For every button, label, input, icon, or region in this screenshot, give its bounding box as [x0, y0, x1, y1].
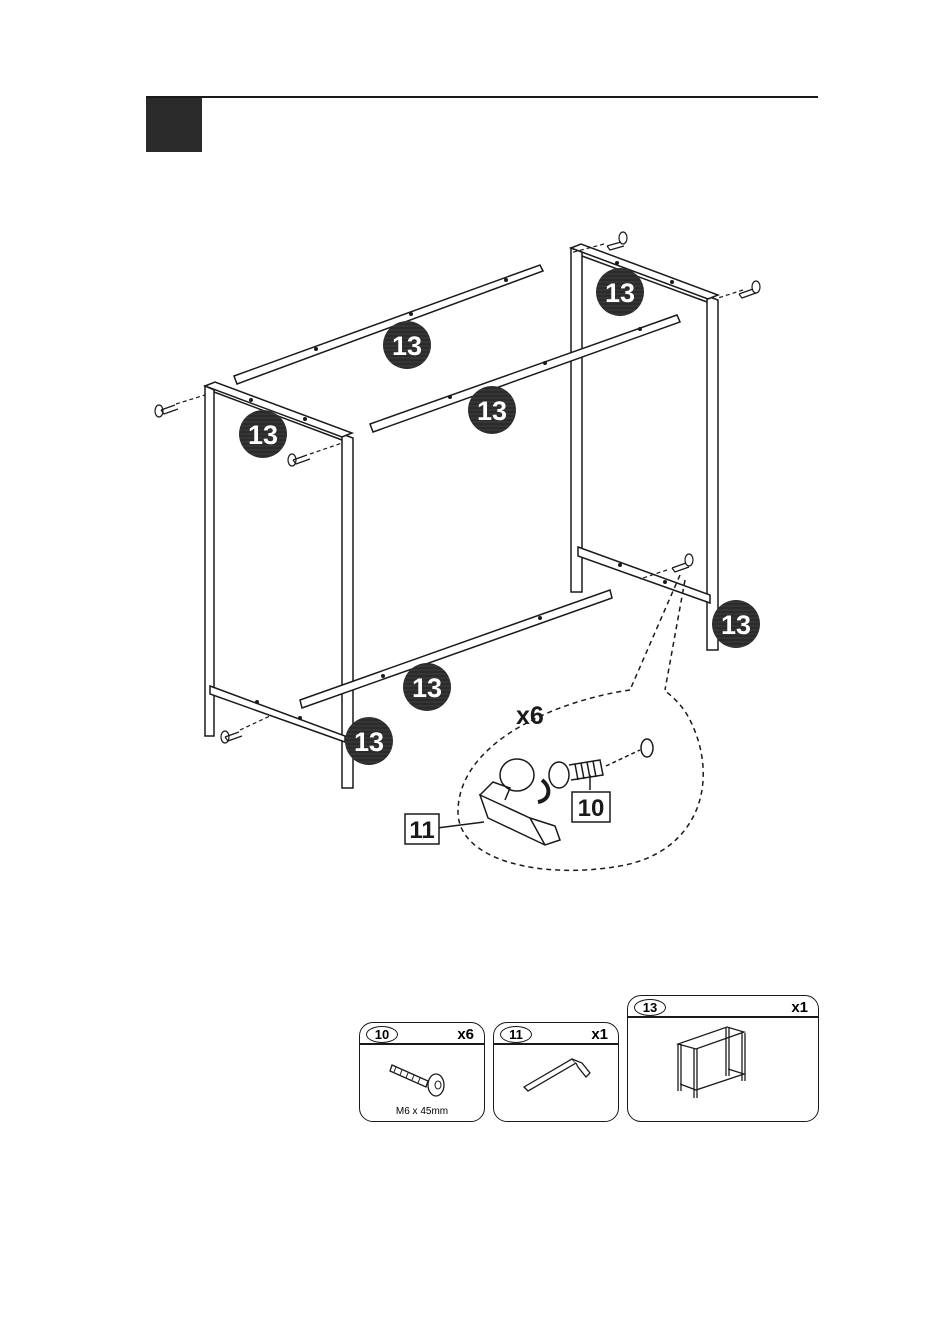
svg-text:13: 13	[721, 610, 751, 640]
frame-callout-badge: 13	[383, 321, 431, 369]
detail-drawing	[480, 739, 653, 845]
frame-callout-badge: 13	[345, 717, 393, 765]
wrench-callout: 11	[405, 814, 439, 844]
svg-text:13: 13	[412, 673, 442, 703]
frame-callout-badge: 13	[468, 386, 516, 434]
svg-text:13: 13	[477, 396, 507, 426]
part-card-frame: 13 x1	[627, 995, 819, 1122]
frame-icon	[628, 996, 818, 1121]
frame-callout-badge: 13	[239, 410, 287, 458]
screws	[155, 232, 760, 743]
frame-drawing	[155, 232, 760, 870]
part-card-bolt: 10 x6 M6 x 45mm	[359, 1022, 485, 1122]
part-card-allen-key: 11 x1	[493, 1022, 619, 1122]
svg-text:10: 10	[578, 795, 605, 822]
assembly-diagram: 13 13 13 13 13 13 13 x6 10 11	[0, 0, 936, 1000]
svg-text:13: 13	[605, 278, 635, 308]
frame-callout-badge: 13	[403, 663, 451, 711]
quantity-label: x6	[516, 702, 544, 730]
svg-text:11: 11	[409, 817, 434, 844]
bolt-callout: 10	[572, 792, 610, 822]
frame-callout-badge: 13	[712, 600, 760, 648]
frame-callout-badge: 13	[596, 268, 644, 316]
svg-text:13: 13	[392, 331, 422, 361]
allen-key-icon	[494, 1023, 618, 1121]
part-13-badges: 13 13 13 13 13 13 13	[239, 268, 760, 765]
part-caption: M6 x 45mm	[360, 1106, 484, 1117]
svg-text:13: 13	[354, 727, 384, 757]
svg-text:13: 13	[248, 420, 278, 450]
